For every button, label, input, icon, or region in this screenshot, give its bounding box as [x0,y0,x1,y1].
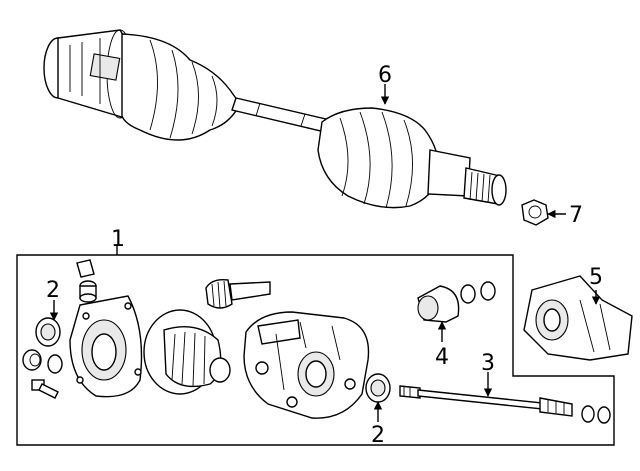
pinion-gear[interactable] [205,278,271,309]
callout-7: 7 [569,203,583,228]
assembly-group-outline [16,254,615,446]
axle-seal-left[interactable] [35,317,61,347]
actuator-housing[interactable] [523,275,633,361]
callout-1: 1 [111,227,125,252]
snap-rings[interactable] [581,405,611,424]
ring-gear-gasket[interactable] [143,309,231,395]
callout-6: 6 [378,63,392,88]
inner-cv-boot [121,33,241,141]
half-shaft-assembly[interactable] [43,29,507,209]
drain-plug[interactable] [76,259,97,303]
cover-bolt[interactable] [31,379,59,399]
intermediate-shaft[interactable] [399,385,573,417]
callout-2-right: 2 [371,423,385,448]
callout-4: 4 [435,345,449,370]
o-ring-left[interactable] [22,349,63,374]
axle-seal-right[interactable] [365,373,391,403]
outer-cv-joint [427,149,507,206]
differential-housing[interactable] [243,311,370,419]
callout-5: 5 [589,265,603,290]
inner-cv-joint [43,29,134,119]
axle-shaft [231,97,331,133]
callout-2-left: 2 [46,278,60,303]
hub-nut[interactable] [521,199,549,226]
outer-cv-boot [317,107,441,209]
differential-cover[interactable] [69,295,143,398]
clutch-actuator[interactable] [417,281,496,323]
callout-3: 3 [481,351,495,376]
